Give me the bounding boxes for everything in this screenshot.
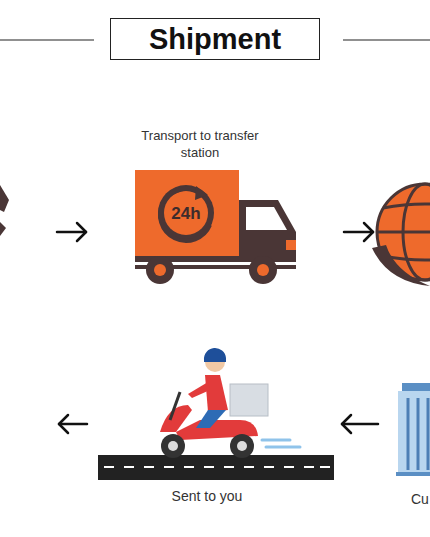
truck-icon <box>135 170 296 284</box>
step-label: Cu <box>411 490 430 508</box>
duration-text: 24h <box>156 203 216 225</box>
flow-arrow <box>342 415 378 433</box>
scooter-node: Sent to you <box>100 345 314 510</box>
title-text: Shipment <box>149 23 281 56</box>
globe-icon <box>372 184 430 286</box>
rule-line <box>0 39 94 40</box>
scooter-icon <box>160 348 300 458</box>
step-label: Sent to you <box>100 487 314 505</box>
left-icon <box>0 185 9 236</box>
building-node: Cu <box>392 380 430 512</box>
truck-node: Transport to transfer station 24h <box>130 124 300 284</box>
road <box>98 455 334 480</box>
building-icon <box>396 383 430 476</box>
title-box: Shipment <box>110 18 320 60</box>
step-label: Transport to transfer station <box>130 128 270 162</box>
rule-line <box>343 39 430 40</box>
